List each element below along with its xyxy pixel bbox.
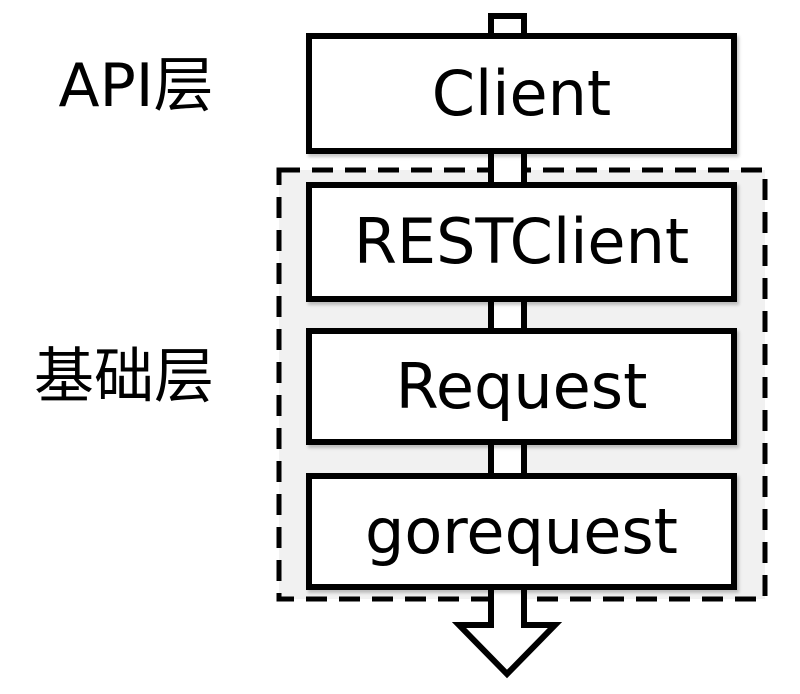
layer-label-foundation: 基础层 (34, 342, 214, 412)
node-restclient: RESTClient (306, 182, 737, 302)
layer-label-api: API层 (58, 51, 214, 121)
node-request: Request (306, 328, 737, 445)
node-restclient-label: RESTClient (353, 205, 690, 278)
node-gorequest-label: gorequest (365, 494, 678, 568)
node-request-label: Request (395, 349, 648, 423)
node-client: Client (306, 33, 737, 154)
node-gorequest: gorequest (306, 473, 737, 590)
node-client-label: Client (431, 56, 612, 130)
